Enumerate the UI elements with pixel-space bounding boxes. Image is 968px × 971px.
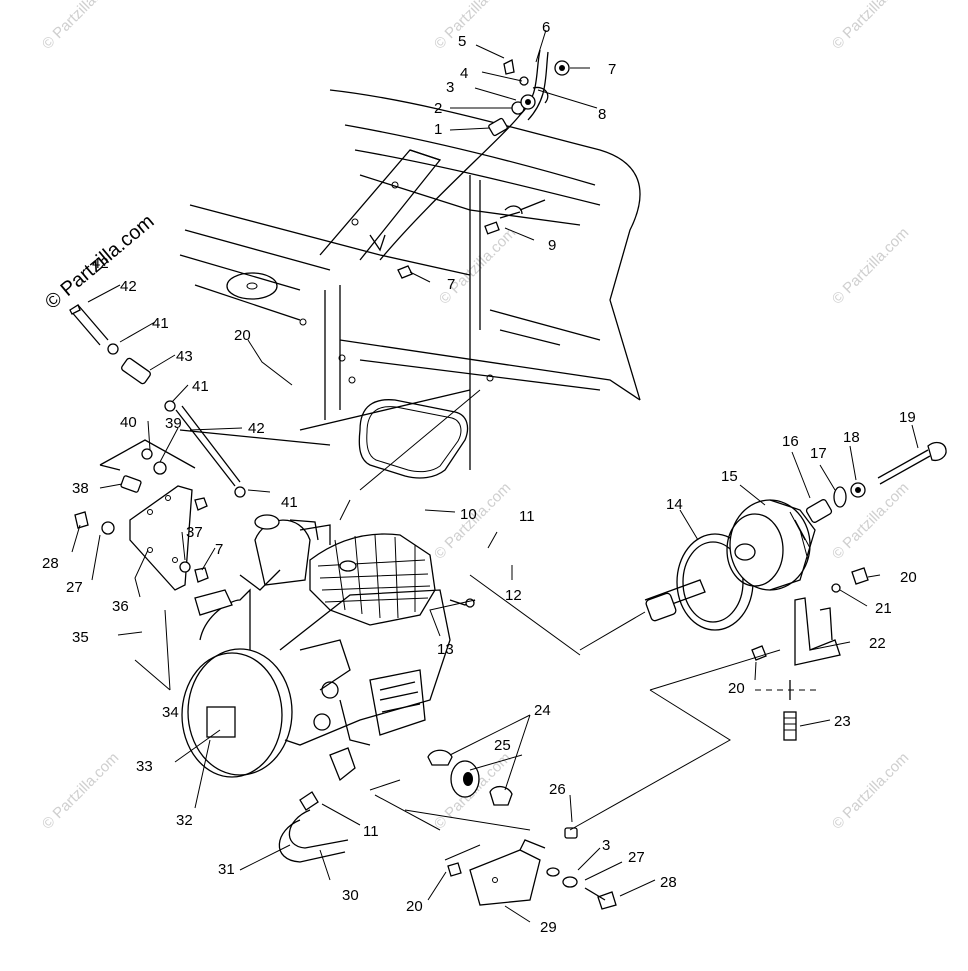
callout-label: 41 — [152, 315, 169, 332]
callout-label: 11 — [363, 823, 379, 840]
callout-label: 18 — [843, 429, 860, 446]
callout-label: 3 — [602, 837, 610, 854]
callout-label: 38 — [72, 480, 89, 497]
right-mount-bracket — [751, 567, 869, 741]
callout-label: 39 — [165, 415, 182, 432]
callout-label: 2 — [434, 100, 442, 117]
callout-label: 7 — [608, 61, 616, 78]
callout-label: 26 — [549, 781, 566, 798]
callout-label: 19 — [899, 409, 916, 426]
callout-label: 22 — [869, 635, 886, 652]
callout-label: 7 — [447, 276, 455, 293]
callout-label: 37 — [186, 524, 203, 541]
callout-label: 43 — [176, 348, 193, 365]
callout-label: 25 — [494, 737, 511, 754]
callout-label: 7 — [215, 541, 223, 558]
lower-mount-bracket — [447, 827, 617, 910]
callout-label: 9 — [548, 237, 556, 254]
callout-label: 4 — [460, 65, 468, 82]
callout-label: 20 — [406, 898, 423, 915]
callout-label: 14 — [666, 496, 683, 513]
callout-labels: 1 2 3 4 5 6 7 8 7 9 10 11 12 13 14 15 16… — [42, 19, 917, 936]
callout-label: 40 — [120, 414, 137, 431]
callout-label: 21 — [875, 600, 892, 617]
callout-label: 42 — [120, 278, 137, 295]
watermark: © Partzilla.com — [829, 0, 912, 53]
left-mount-bracket — [74, 485, 209, 591]
clutch-assembly — [644, 441, 947, 631]
callout-label: 34 — [162, 704, 179, 721]
callout-label: 41 — [192, 378, 209, 395]
callout-label: 5 — [458, 33, 466, 50]
callout-label: 28 — [42, 555, 59, 572]
callout-label: 29 — [540, 919, 557, 936]
callout-label: 13 — [437, 641, 454, 658]
callout-label: 32 — [176, 812, 193, 829]
leader-lines — [71, 29, 919, 923]
callout-label: 42 — [92, 255, 109, 272]
throttle-cable-assembly — [379, 49, 570, 279]
callout-label: 6 — [542, 19, 550, 36]
callout-label: 42 — [248, 420, 265, 437]
watermark: © Partzilla.com — [829, 224, 912, 307]
callout-label: 3 — [446, 79, 454, 96]
callout-label: 11 — [519, 508, 535, 525]
callout-label: 15 — [721, 468, 738, 485]
callout-label: 16 — [782, 433, 799, 450]
callout-label: 28 — [660, 874, 677, 891]
callout-label: 36 — [112, 598, 129, 615]
callout-label: 24 — [534, 702, 551, 719]
callout-label: 20 — [234, 327, 251, 344]
watermark: © Partzilla.com — [39, 0, 122, 53]
callout-label: 23 — [834, 713, 851, 730]
callout-label: 1 — [434, 121, 442, 138]
callout-label: 27 — [66, 579, 83, 596]
watermark: © Partzilla.com — [436, 224, 519, 307]
callout-label: 41 — [281, 494, 298, 511]
callout-label: 8 — [598, 106, 606, 123]
frame-body — [179, 89, 641, 479]
callout-label: 12 — [505, 587, 522, 604]
intake-parts — [278, 749, 513, 863]
callout-label: 17 — [810, 445, 827, 462]
watermark: © Partzilla.com — [431, 0, 514, 53]
callout-label: 10 — [460, 506, 477, 523]
callout-label: 20 — [900, 569, 917, 586]
callout-label: 30 — [342, 887, 359, 904]
engine-assembly — [181, 514, 476, 782]
callout-label: 33 — [136, 758, 153, 775]
callout-label: 27 — [628, 849, 645, 866]
watermark: © Partzilla.com — [39, 749, 122, 832]
callout-label: 35 — [72, 629, 89, 646]
callout-label: 20 — [728, 680, 745, 697]
callout-label: 31 — [218, 861, 235, 878]
watermark: © Partzilla.com — [829, 749, 912, 832]
vent-line-assembly — [69, 304, 246, 511]
